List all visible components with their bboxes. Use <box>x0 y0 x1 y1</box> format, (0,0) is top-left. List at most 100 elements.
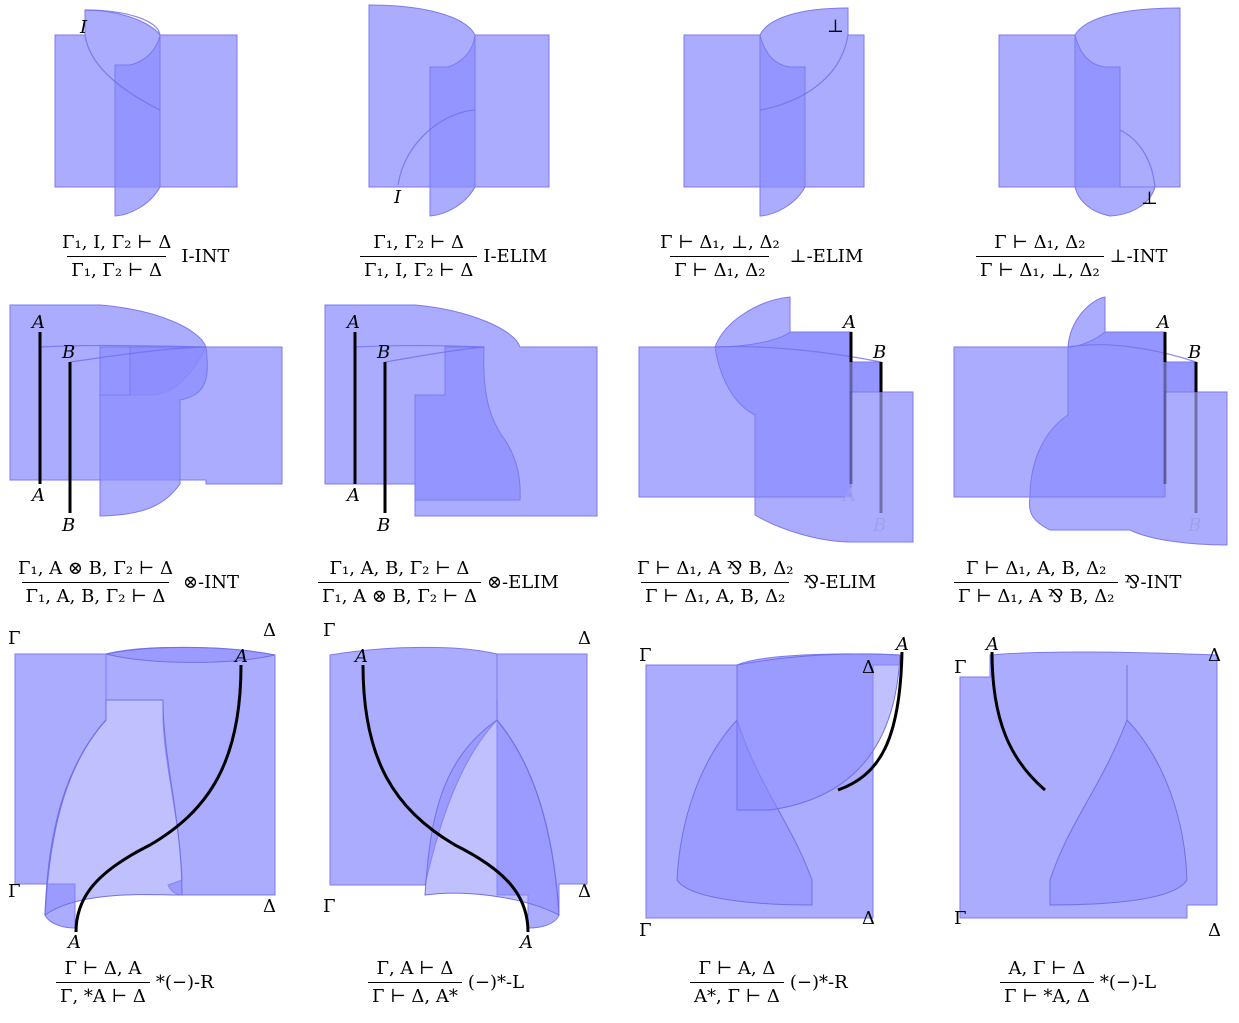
label-delta-top: Δ <box>1208 645 1221 666</box>
conclusion: Γ ⊢ Δ₁, Δ₂ <box>670 256 770 281</box>
label-gamma-bottom: Γ <box>323 896 336 917</box>
rule-name: ⊥-ELIM <box>789 246 864 267</box>
rule-i-int: Γ₁, I, Γ₂ ⊢ Δ Γ₁, Γ₂ ⊢ Δ I-INT <box>58 232 229 281</box>
unit-seam <box>84 9 161 36</box>
label-i: I <box>79 17 88 38</box>
diagram-i-int: I <box>54 9 238 217</box>
label-gamma-bottom: Γ <box>639 920 652 941</box>
fraction: Γ ⊢ Δ₁, ⊥, Δ₂ Γ ⊢ Δ₁, Δ₂ <box>656 232 784 281</box>
sheet-cap <box>105 646 276 663</box>
diagram-rdual-r: A Γ Δ Δ Γ <box>639 634 909 941</box>
fraction: Γ, A ⊢ Δ Γ ⊢ Δ, A* <box>368 958 462 1007</box>
seam <box>714 345 882 363</box>
rule-ldual-r: Γ ⊢ Δ, A Γ, *A ⊢ Δ *(−)-R <box>56 958 214 1007</box>
rule-ldual-l: A, Γ ⊢ Δ Γ ⊢ *A, Δ *(−)-L <box>1000 958 1156 1007</box>
diagram-ldual-r: Γ Δ A Γ Δ A <box>8 620 276 953</box>
label-delta-top: Δ <box>862 657 875 678</box>
seam <box>39 344 207 348</box>
fraction: Γ₁, A ⊗ B, Γ₂ ⊢ Δ Γ₁, A, B, Γ₂ ⊢ Δ <box>14 558 177 607</box>
label-a-top: A <box>233 646 248 667</box>
fraction: Γ ⊢ Δ₁, A ⅋ B, Δ₂ Γ ⊢ Δ₁, A, B, Δ₂ <box>633 558 797 607</box>
wire-a <box>74 664 243 933</box>
rule-name: ⊥-INT <box>1109 246 1168 267</box>
conclusion: Γ ⊢ Δ₁, ⊥, Δ₂ <box>976 256 1104 281</box>
counit-arc <box>1119 129 1156 188</box>
label-bot: ⊥ <box>827 16 844 37</box>
fraction: Γ₁, I, Γ₂ ⊢ Δ Γ₁, Γ₂ ⊢ Δ <box>58 232 175 281</box>
sheet-front <box>99 346 208 517</box>
sheet-front <box>414 346 521 501</box>
seam <box>1067 344 1197 363</box>
label-bot: ⊥ <box>1141 188 1158 209</box>
tube-edge <box>496 719 560 916</box>
label-delta-bottom: Δ <box>263 896 276 917</box>
rule-name: ⅋-ELIM <box>803 572 877 593</box>
diagram-bot-int: ⊥ <box>998 7 1181 217</box>
premise: Γ₁, Γ₂ ⊢ Δ <box>373 232 465 253</box>
sheet-lower <box>429 34 476 217</box>
conclusion: Γ₁, A ⊗ B, Γ₂ ⊢ Δ <box>318 582 481 607</box>
rule-name: ⊗-ELIM <box>486 572 559 593</box>
rule-name: I-ELIM <box>483 246 548 267</box>
rule-name: I-INT <box>181 246 230 267</box>
unit-arc <box>84 34 161 111</box>
diagram-tensor-int: A B A B <box>9 304 283 536</box>
fraction: Γ ⊢ Δ₁, A, B, Δ₂ Γ ⊢ Δ₁, A ⅋ B, Δ₂ <box>954 558 1119 607</box>
label-gamma-bottom: Γ <box>8 881 21 902</box>
label-b-top: B <box>376 342 390 363</box>
diagram-bot-elim: ⊥ <box>683 7 865 217</box>
label-delta-top: Δ <box>578 628 591 649</box>
label-delta-bottom: Δ <box>862 908 875 929</box>
tube-edge <box>44 719 107 916</box>
sheet-mid <box>1029 331 1197 498</box>
premise: Γ₁, A ⊗ B, Γ₂ ⊢ Δ <box>18 558 173 579</box>
fraction: Γ₁, Γ₂ ⊢ Δ Γ₁, I, Γ₂ ⊢ Δ <box>360 232 478 281</box>
conclusion: Γ, *A ⊢ Δ <box>56 982 150 1007</box>
label-b-bottom: B <box>872 515 886 536</box>
label-a-top: A <box>345 312 360 333</box>
seam <box>69 346 207 363</box>
sheet-mid <box>714 331 882 498</box>
fraction: Γ ⊢ Δ₁, Δ₂ Γ ⊢ Δ₁, ⊥, Δ₂ <box>976 232 1104 281</box>
premise: Γ ⊢ Δ₁, A, B, Δ₂ <box>966 558 1107 579</box>
sheet-lower <box>114 34 161 217</box>
rule-name: (−)*-L <box>467 972 525 993</box>
label-b-top: B <box>61 342 75 363</box>
seam <box>384 346 485 363</box>
premise: Γ₁, A, B, Γ₂ ⊢ Δ <box>329 558 470 579</box>
label-b-bottom: B <box>1187 515 1201 536</box>
conclusion: A*, Γ ⊢ Δ <box>690 982 784 1007</box>
diagram-par-elim: A B A B <box>638 296 914 543</box>
conclusion: Γ ⊢ Δ₁, A ⅋ B, Δ₂ <box>954 582 1119 607</box>
sheet-lower <box>1074 34 1156 217</box>
label-delta-bottom: Δ <box>1208 920 1221 941</box>
conclusion: Γ ⊢ *A, Δ <box>1000 982 1094 1007</box>
unit-arc <box>397 109 476 186</box>
label-a-bottom: A <box>345 485 360 506</box>
rule-bot-elim: Γ ⊢ Δ₁, ⊥, Δ₂ Γ ⊢ Δ₁, Δ₂ ⊥-ELIM <box>656 232 863 281</box>
label-gamma-top: Γ <box>323 620 336 641</box>
label-a-top: A <box>30 312 45 333</box>
premise: Γ, A ⊢ Δ <box>376 958 454 979</box>
label-a-bottom: A <box>518 932 533 953</box>
label-a-bottom: A <box>30 485 45 506</box>
rule-rdual-l: Γ, A ⊢ Δ Γ ⊢ Δ, A* (−)*-L <box>368 958 524 1007</box>
rule-name: ⊗-INT <box>182 572 239 593</box>
label-a-top: A <box>353 646 368 667</box>
premise: Γ ⊢ Δ₁, Δ₂ <box>994 232 1086 253</box>
rule-name: *(−)-L <box>1099 972 1157 993</box>
premise: Γ₁, I, Γ₂ ⊢ Δ <box>62 232 172 253</box>
diagram-tensor-elim: A B A B <box>324 304 598 536</box>
diagram-ldual-l: A Γ Δ Γ Δ <box>954 634 1221 941</box>
diagram-par-int: A B B <box>953 296 1228 546</box>
conclusion: Γ₁, I, Γ₂ ⊢ Δ <box>360 256 478 281</box>
premise: Γ ⊢ A, Δ <box>698 958 776 979</box>
label-gamma-top: Γ <box>639 645 652 666</box>
rule-tensor-elim: Γ₁, A, B, Γ₂ ⊢ Δ Γ₁, A ⊗ B, Γ₂ ⊢ Δ ⊗-ELI… <box>318 558 559 607</box>
conclusion: Γ₁, A, B, Γ₂ ⊢ Δ <box>21 582 170 607</box>
rule-name: (−)*-R <box>789 972 848 993</box>
wire-a <box>837 651 904 792</box>
conclusion: Γ₁, Γ₂ ⊢ Δ <box>67 256 167 281</box>
sheet-lower <box>759 34 806 217</box>
